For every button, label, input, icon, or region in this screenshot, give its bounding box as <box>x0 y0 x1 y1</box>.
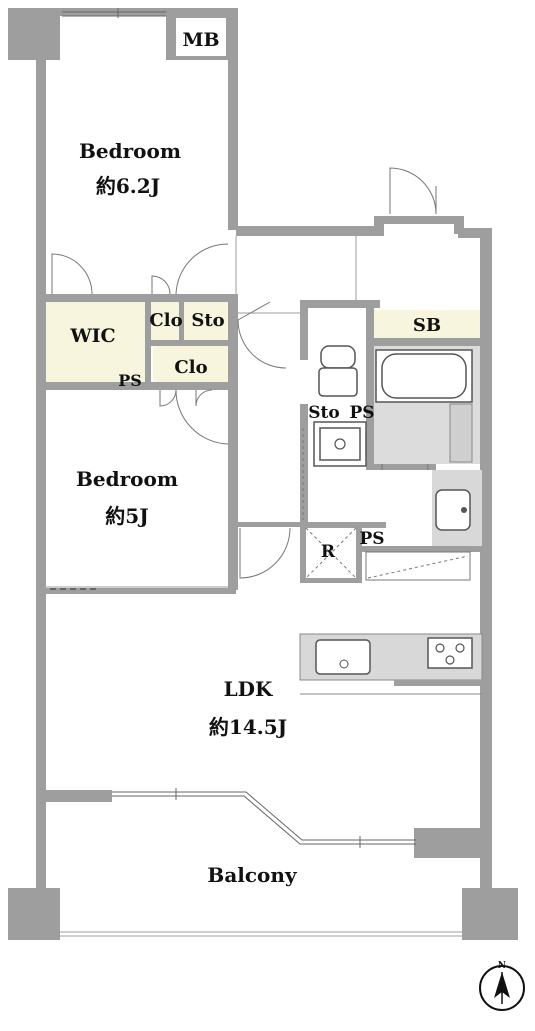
toilet-icon <box>318 345 358 397</box>
bedroom-top-size: 約6.2J <box>96 174 160 198</box>
sb-label: SB <box>413 315 441 336</box>
kitchen-sink-icon <box>315 639 371 675</box>
bathtub-icon <box>374 346 480 464</box>
washbasin-icon <box>432 470 482 546</box>
wic-fill <box>43 302 147 382</box>
sb-fill <box>374 310 480 338</box>
ps-mid-label: PS <box>349 403 374 423</box>
ps-right-label: PS <box>359 529 384 549</box>
refrigerator-space <box>305 527 357 579</box>
clo-mid-fill <box>153 346 229 384</box>
bedroom-mid-size: 約5J <box>105 504 148 528</box>
clo-mid-label: Clo <box>174 357 207 378</box>
wic-label: WIC <box>69 325 115 347</box>
balcony-name: Balcony <box>207 863 298 887</box>
mb-label: MB <box>182 29 219 51</box>
laundry-area <box>365 551 471 581</box>
ldk-size: 約14.5J <box>209 715 287 739</box>
sto-top-fill <box>183 302 229 340</box>
bedroom-top-name: Bedroom <box>79 139 181 163</box>
clo-top-fill <box>149 302 179 340</box>
balcony-window <box>112 788 416 848</box>
sto-mid-label: Sto <box>308 403 339 423</box>
washer-pan-icon <box>313 421 367 467</box>
bedroom-mid-name: Bedroom <box>76 467 178 491</box>
top-window <box>62 8 166 18</box>
inner-walls <box>40 294 484 594</box>
north-label: N <box>498 961 506 971</box>
door-swings <box>51 167 437 579</box>
stove-icon <box>427 637 473 669</box>
sto-top-label: Sto <box>191 310 224 331</box>
north-arrow-icon: N <box>479 961 525 1011</box>
ps-left-label: PS <box>118 371 142 390</box>
r-label: R <box>321 542 336 562</box>
mb-box <box>176 18 226 56</box>
clo-top-label: Clo <box>149 310 182 331</box>
ldk-name: LDK <box>224 677 273 701</box>
